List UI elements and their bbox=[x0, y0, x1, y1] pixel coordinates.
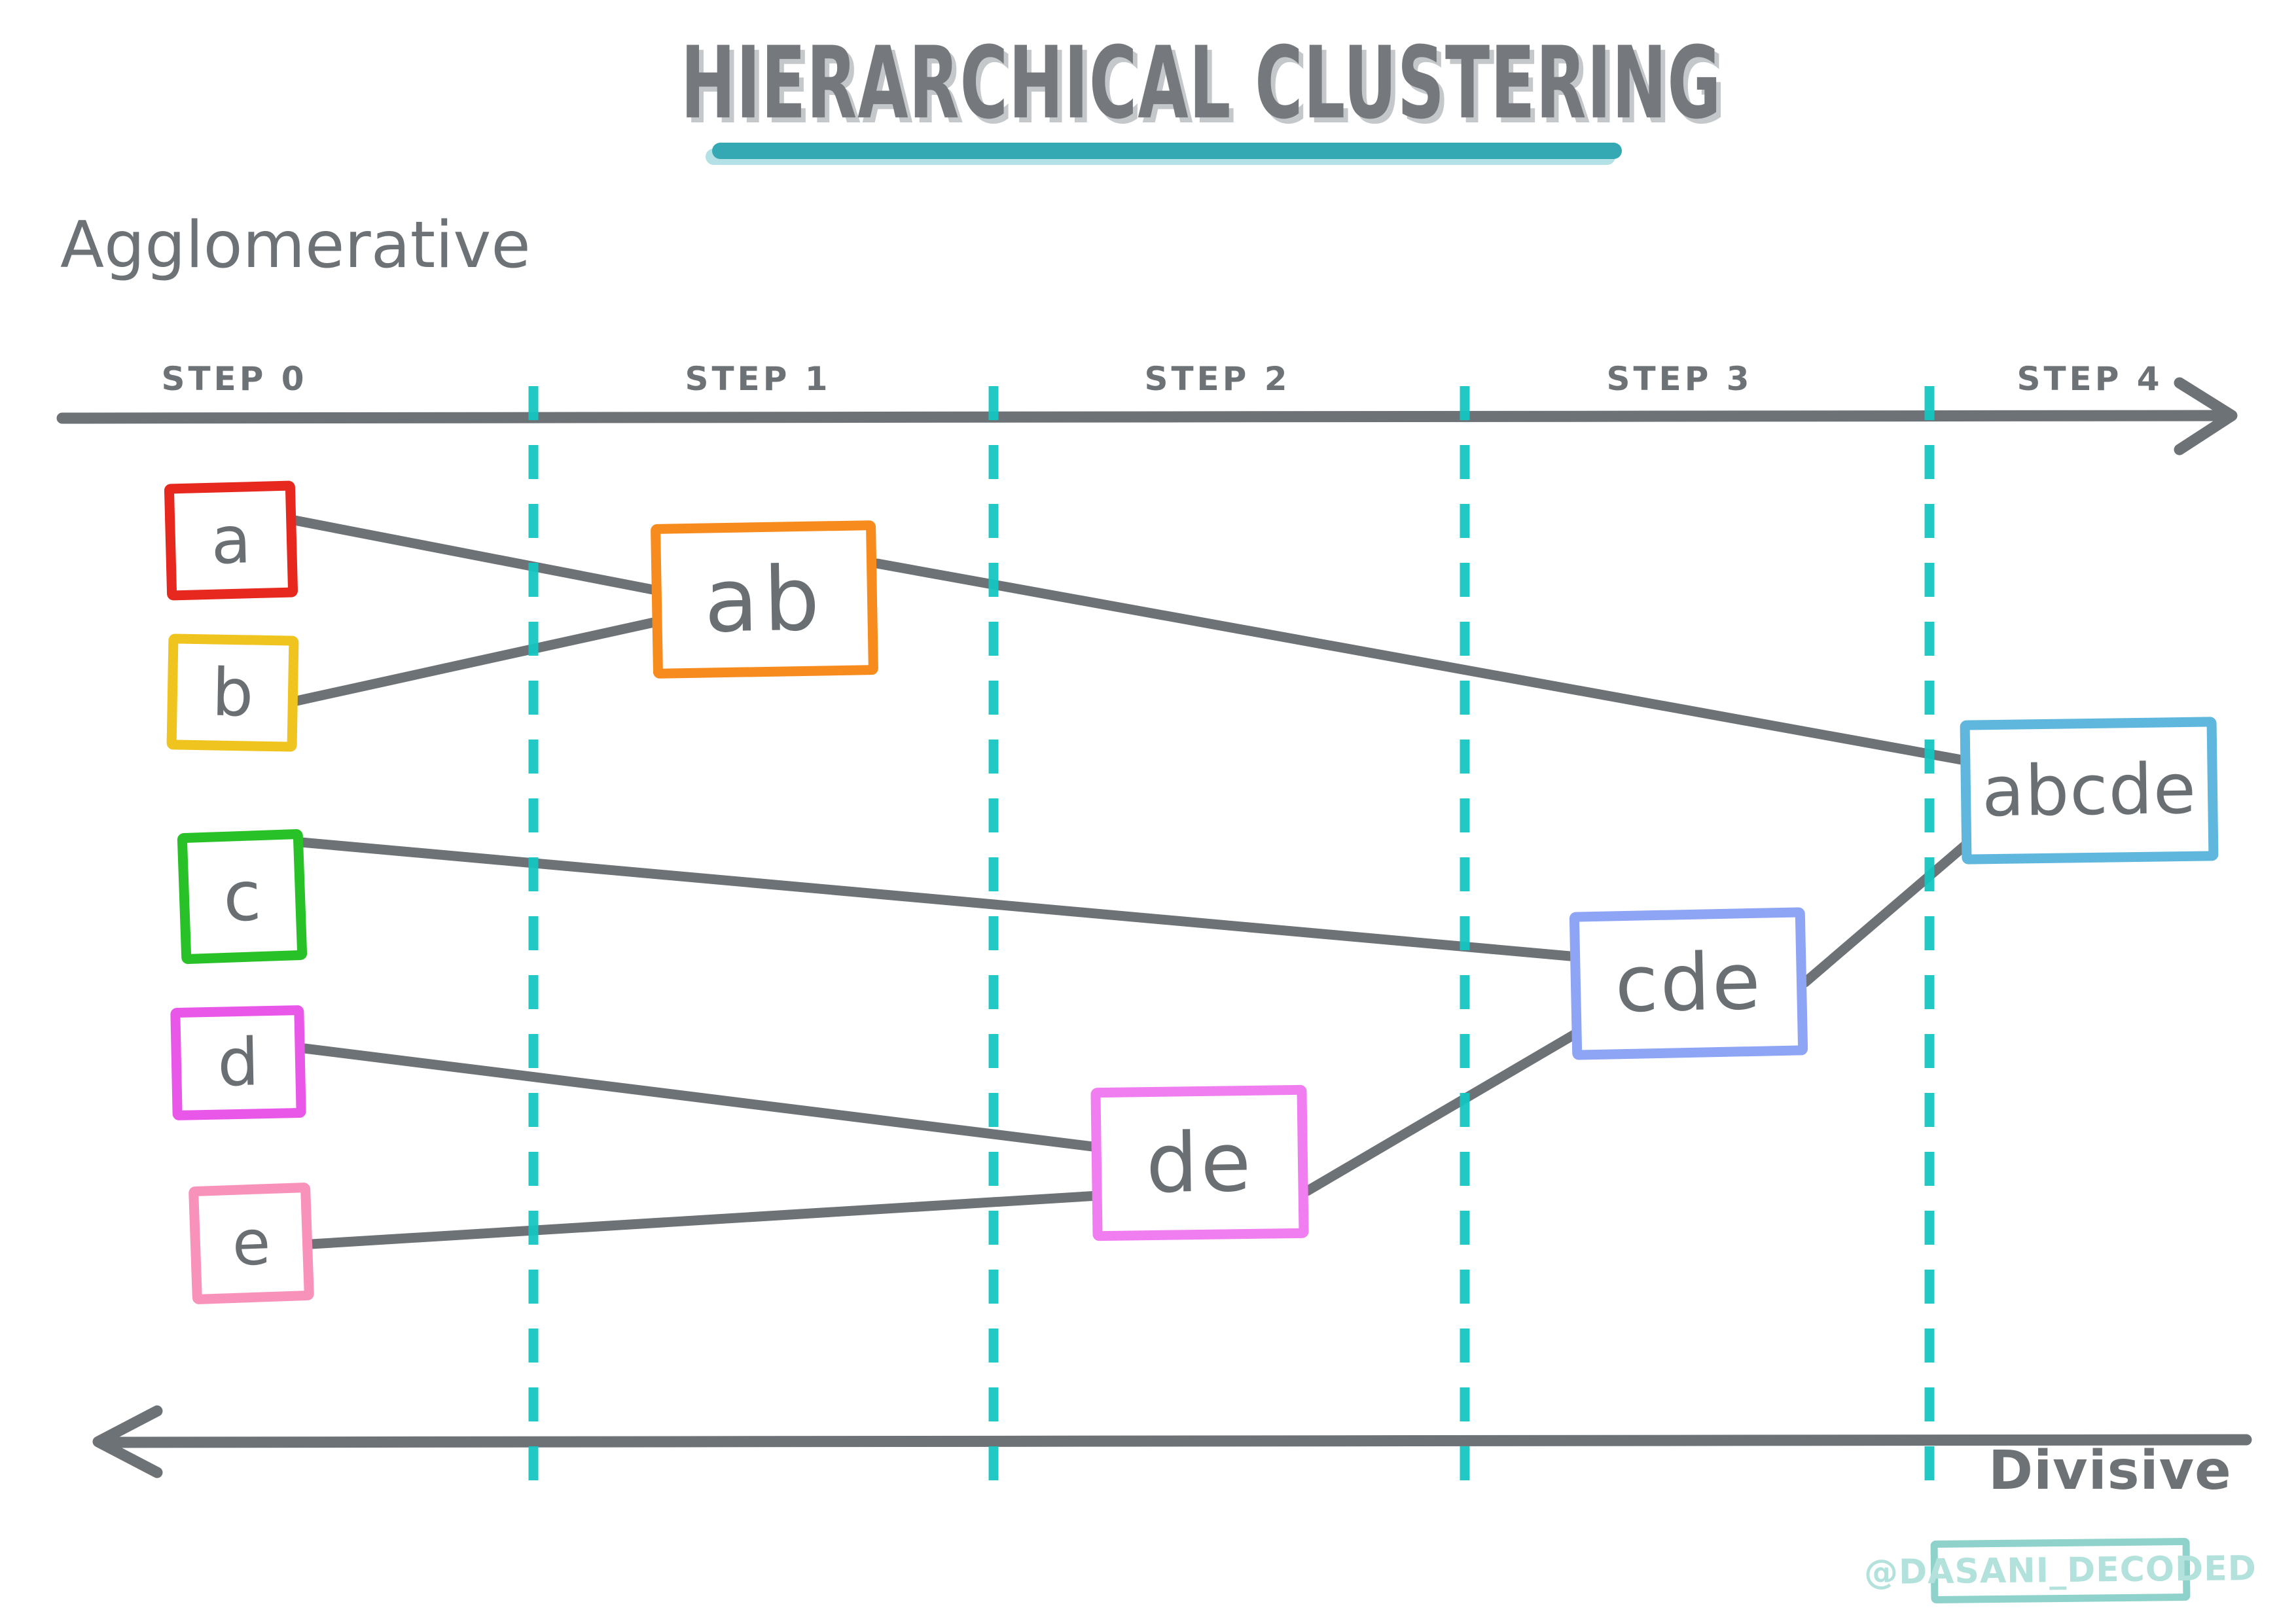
node-ab-label: ab bbox=[703, 546, 826, 652]
watermark-text: @DASANI_DECODED bbox=[1863, 1548, 2257, 1593]
node-d: d bbox=[170, 1005, 306, 1121]
page-title: HIERARCHICAL CLUSTERING bbox=[681, 25, 1722, 141]
node-e-label: e bbox=[230, 1206, 272, 1280]
step-label-2: STEP 2 bbox=[1144, 360, 1291, 398]
node-de: de bbox=[1090, 1084, 1309, 1241]
edge-c-cde bbox=[296, 837, 1583, 962]
node-abcde: abcde bbox=[1960, 717, 2219, 865]
watermark-badge: @DASANI_DECODED bbox=[1864, 1537, 2257, 1604]
node-de-label: de bbox=[1145, 1115, 1255, 1211]
node-ab: ab bbox=[650, 520, 879, 679]
step-label-4: STEP 4 bbox=[2017, 360, 2163, 398]
node-d-label: d bbox=[217, 1024, 260, 1101]
agglomerative-arrow-icon bbox=[56, 377, 2238, 455]
title-underline bbox=[712, 143, 1622, 159]
node-b-label: b bbox=[211, 653, 255, 732]
node-c: c bbox=[177, 829, 308, 965]
edge-cde-abcde bbox=[1800, 837, 1974, 988]
edge-de-cde bbox=[1302, 1027, 1583, 1196]
node-a: a bbox=[164, 480, 298, 601]
step-label-0: STEP 0 bbox=[161, 360, 308, 398]
edge-e-de bbox=[306, 1190, 1103, 1249]
edge-ab-abcde bbox=[872, 558, 1974, 766]
node-b: b bbox=[166, 633, 299, 752]
node-cde-label: cde bbox=[1614, 936, 1763, 1031]
node-abcde-label: abcde bbox=[1981, 748, 2197, 832]
node-e: e bbox=[188, 1182, 315, 1305]
agglomerative-label: Agglomerative bbox=[60, 208, 531, 283]
edge-b-ab bbox=[291, 616, 665, 706]
step-label-3: STEP 3 bbox=[1606, 360, 1753, 398]
node-c-label: c bbox=[221, 855, 262, 937]
divisive-label: Divisive bbox=[1988, 1440, 2232, 1502]
step-label-1: STEP 1 bbox=[685, 360, 831, 398]
divisive-arrow-icon bbox=[92, 1405, 2252, 1478]
edge-a-ab bbox=[289, 515, 665, 596]
node-a-label: a bbox=[209, 501, 253, 579]
node-cde: cde bbox=[1569, 907, 1808, 1060]
edge-d-de bbox=[299, 1043, 1103, 1152]
